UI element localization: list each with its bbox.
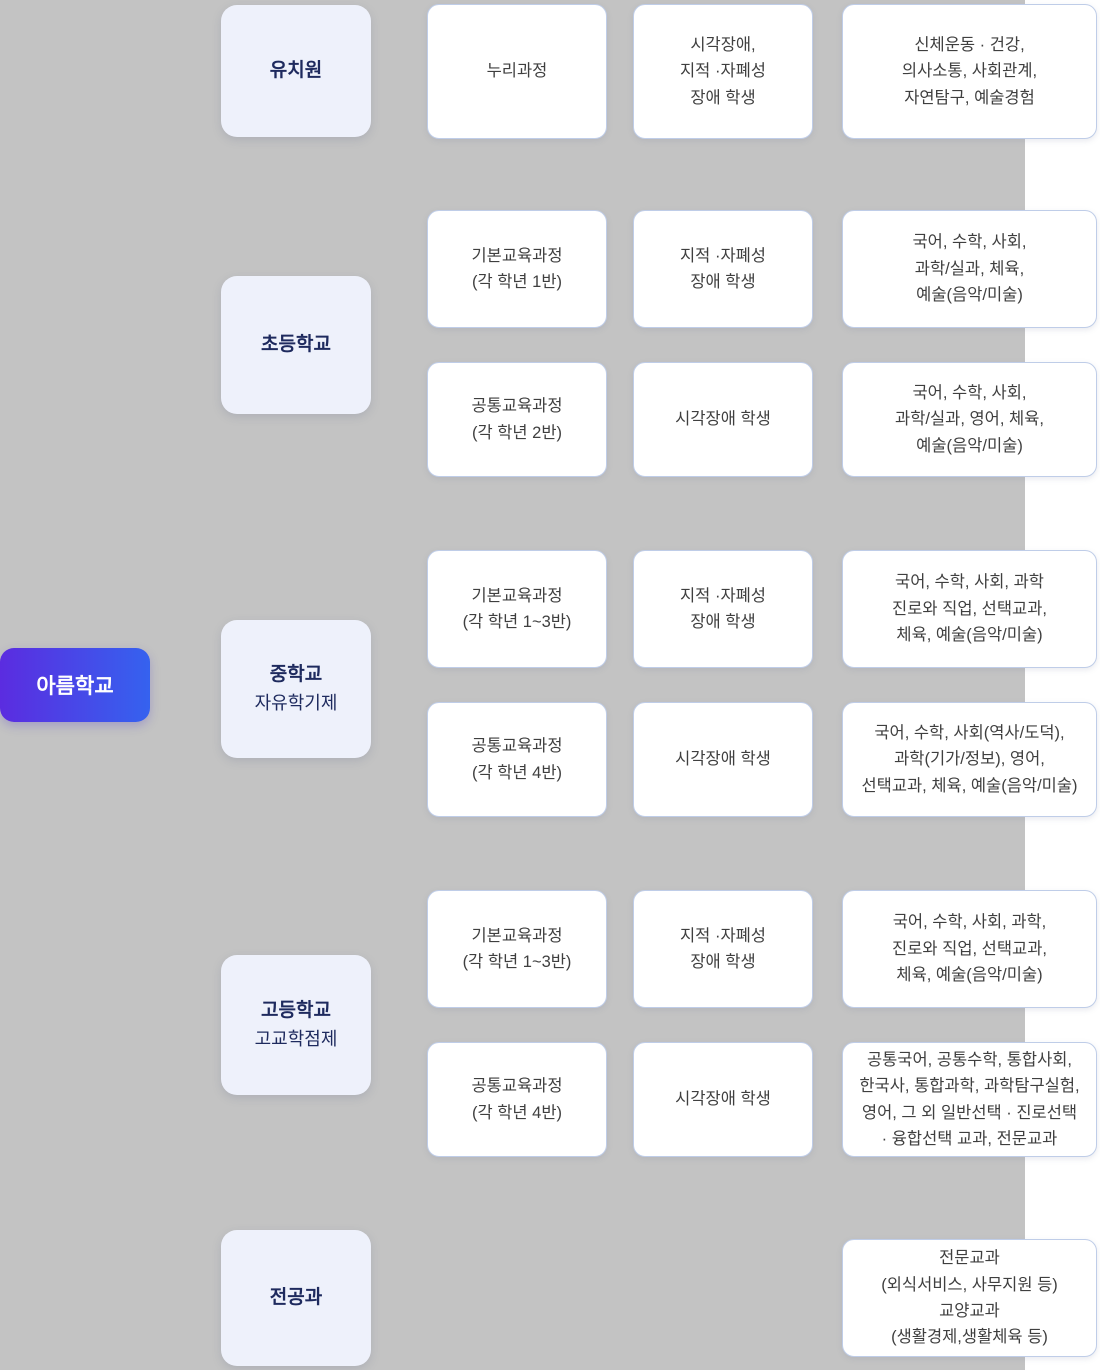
level-card-elementary: 초등학교	[221, 276, 371, 414]
curriculum-card: 공통교육과정 (각 학년 4반)	[427, 702, 607, 817]
level-card-kindergarten: 유치원	[221, 5, 371, 137]
students-card: 시각장애 학생	[633, 362, 813, 477]
level-sublabel: 자유학기제	[254, 692, 338, 713]
level-label: 고등학교	[261, 1000, 331, 1022]
diagram-gray-panel	[0, 0, 1025, 1370]
students-card: 지적 ·자폐성 장애 학생	[633, 890, 813, 1008]
level-label: 초등학교	[261, 333, 331, 355]
subjects-card: 국어, 수학, 사회(역사/도덕), 과학(기가/정보), 영어, 선택교과, …	[842, 702, 1097, 817]
students-card: 시각장애 학생	[633, 702, 813, 817]
level-card-major: 전공과	[221, 1230, 371, 1366]
level-card-middle: 중학교 자유학기제	[221, 620, 371, 758]
subjects-card: 전문교과 (외식서비스, 사무지원 등) 교양교과 (생활경제,생활체육 등)	[842, 1239, 1097, 1357]
level-card-highschool: 고등학교 고교학점제	[221, 955, 371, 1095]
students-card: 시각장애, 지적 ·자폐성 장애 학생	[633, 4, 813, 139]
curriculum-card: 공통교육과정 (각 학년 2반)	[427, 362, 607, 477]
subjects-card: 국어, 수학, 사회, 과학/실과, 영어, 체육, 예술(음악/미술)	[842, 362, 1097, 477]
root-node-school: 아름학교	[0, 648, 150, 722]
level-label: 중학교	[269, 664, 323, 686]
curriculum-card: 기본교육과정 (각 학년 1~3반)	[427, 890, 607, 1008]
root-node-label: 아름학교	[36, 675, 114, 698]
curriculum-card: 공통교육과정 (각 학년 4반)	[427, 1042, 607, 1157]
students-card: 지적 ·자폐성 장애 학생	[633, 210, 813, 328]
subjects-card: 신체운동 · 건강, 의사소통, 사회관계, 자연탐구, 예술경험	[842, 4, 1097, 139]
curriculum-card: 누리과정	[427, 4, 607, 139]
students-card: 시각장애 학생	[633, 1042, 813, 1157]
level-label: 전공과	[269, 1286, 323, 1308]
subjects-card: 공통국어, 공통수학, 통합사회, 한국사, 통합과학, 과학탐구실험, 영어,…	[842, 1042, 1097, 1157]
curriculum-card: 기본교육과정 (각 학년 1~3반)	[427, 550, 607, 668]
students-card: 지적 ·자폐성 장애 학생	[633, 550, 813, 668]
level-sublabel: 고교학점제	[254, 1028, 338, 1049]
curriculum-card: 기본교육과정 (각 학년 1반)	[427, 210, 607, 328]
level-label: 유치원	[269, 59, 323, 81]
subjects-card: 국어, 수학, 사회, 과학/실과, 체육, 예술(음악/미술)	[842, 210, 1097, 328]
subjects-card: 국어, 수학, 사회, 과학 진로와 직업, 선택교과, 체육, 예술(음악/미…	[842, 550, 1097, 668]
subjects-card: 국어, 수학, 사회, 과학, 진로와 직업, 선택교과, 체육, 예술(음악/…	[842, 890, 1097, 1008]
